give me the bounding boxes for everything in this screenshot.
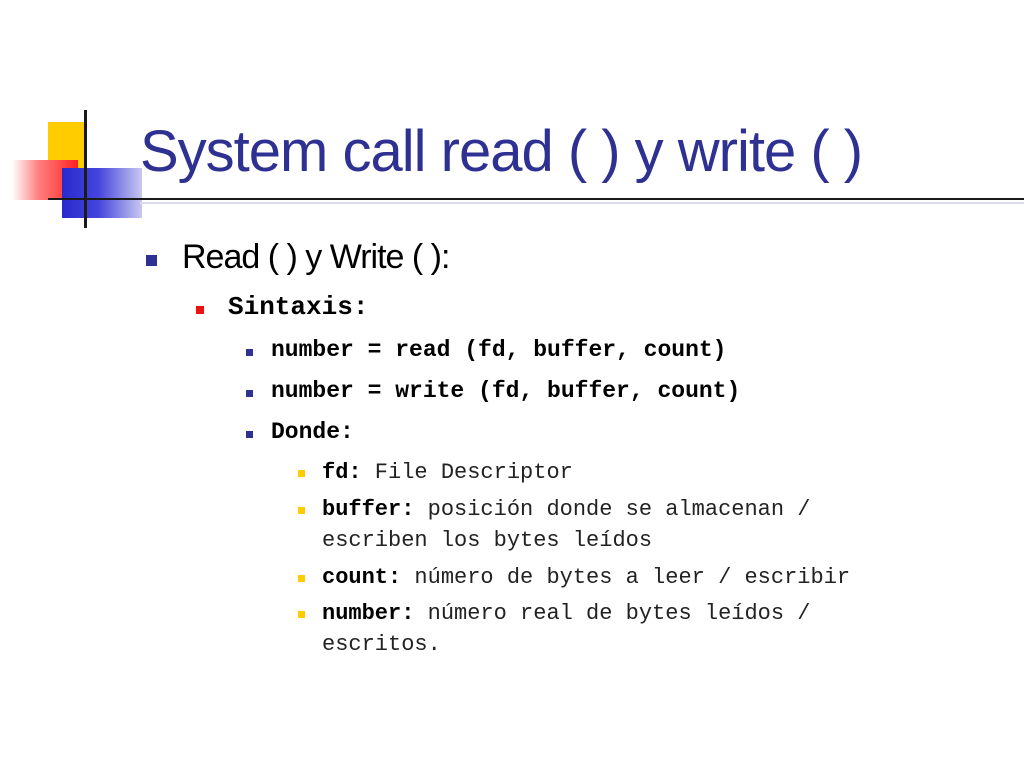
definition-buffer: buffer: posición donde se almacenan / es… [322, 494, 811, 556]
slide-title: System call read ( ) y write ( ) [140, 119, 863, 184]
definition-term: count: [322, 565, 402, 590]
bullet-square-icon [298, 575, 305, 582]
bullet-level1: Read ( ) y Write ( ): [182, 238, 450, 276]
definition-term: number: [322, 601, 415, 626]
syntax-donde: Donde: [271, 419, 354, 445]
bullet-square-icon [246, 390, 253, 397]
definition-desc: número real de bytes leídos / [414, 601, 811, 626]
bullet-square-icon [196, 306, 204, 314]
definition-desc: File Descriptor [361, 460, 573, 485]
title-underline-shadow [140, 202, 1024, 204]
bullet-square-icon [298, 507, 305, 514]
syntax-read: number = read (fd, buffer, count) [271, 337, 727, 363]
bullet-square-icon [246, 349, 253, 356]
bullet-square-icon [246, 431, 253, 438]
title-underline [48, 198, 1024, 200]
definition-desc-continued: escriben los bytes leídos [322, 528, 653, 553]
bullet-level2: Sintaxis: [228, 292, 369, 322]
definition-term: fd: [322, 460, 362, 485]
definition-desc: número de bytes a leer / escribir [401, 565, 851, 590]
decorative-logo [0, 0, 150, 240]
definition-desc: posición donde se almacenan / [414, 497, 811, 522]
bullet-square-icon [298, 470, 305, 477]
bullet-square-icon [298, 611, 305, 618]
definition-fd: fd: File Descriptor [322, 457, 573, 488]
syntax-write: number = write (fd, buffer, count) [271, 378, 741, 404]
bullet-square-icon [146, 255, 157, 266]
definition-desc-continued: escritos. [322, 632, 441, 657]
definition-number: number: número real de bytes leídos / es… [322, 598, 811, 660]
blue-square [62, 168, 142, 218]
vertical-rule [84, 110, 87, 228]
definition-count: count: número de bytes a leer / escribir [322, 562, 850, 593]
definition-term: buffer: [322, 497, 415, 522]
